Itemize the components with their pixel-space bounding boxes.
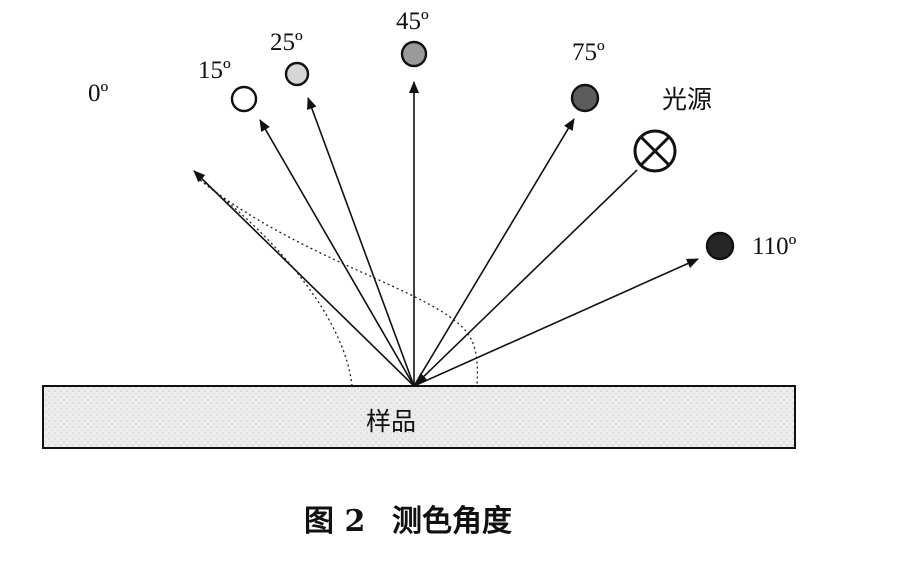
marker-25-circle <box>284 61 310 87</box>
angle-label-15: 15º <box>198 57 231 84</box>
marker-110-circle <box>705 231 735 261</box>
angle-label-45: 45º <box>396 8 429 35</box>
ray-25 <box>307 97 415 387</box>
specular-lobe-curve-outer <box>199 179 479 387</box>
light-source-ray <box>415 169 638 385</box>
specular-lobe-curve <box>199 179 353 387</box>
ray-15 <box>259 119 415 387</box>
marker-45-circle <box>400 40 428 68</box>
angle-label-75: 75º <box>572 39 605 66</box>
light-source-label: 光源 <box>662 85 712 114</box>
sample-block <box>42 385 796 449</box>
ray-0 <box>193 170 415 387</box>
angle-label-110: 110º <box>752 233 797 260</box>
ray-75 <box>413 118 575 387</box>
sample-label: 样品 <box>366 407 416 436</box>
marker-15-circle <box>230 85 258 113</box>
marker-75-circle <box>570 83 600 113</box>
light-source-icon <box>633 129 677 173</box>
ray-110 <box>413 258 699 387</box>
angle-label-0: 0º <box>88 80 109 107</box>
figure-number: 图 2 <box>304 504 365 539</box>
figure-title: 测色角度 <box>392 504 512 539</box>
angle-label-25: 25º <box>270 29 303 56</box>
